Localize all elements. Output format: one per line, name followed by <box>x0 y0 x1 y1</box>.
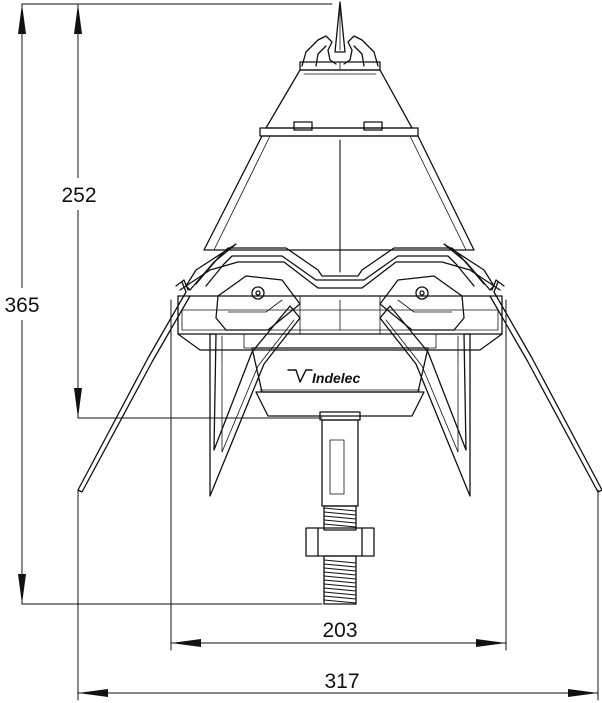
thread-line <box>323 563 357 568</box>
dimension-365: 365 <box>0 3 333 605</box>
thread-line <box>323 583 357 588</box>
logo-text: Indelec <box>312 370 360 386</box>
thread-line <box>323 575 357 580</box>
thread-line <box>323 587 357 592</box>
inner-blades <box>209 305 471 497</box>
thread-line <box>323 579 357 584</box>
dimension-252: 252 <box>52 3 323 419</box>
thread-line <box>323 515 357 520</box>
dimension-203: 203 <box>170 299 507 651</box>
dimension-203-label: 203 <box>322 619 357 642</box>
rod-tip <box>299 1 381 71</box>
upper-cone <box>259 69 419 137</box>
thread-line <box>323 571 357 576</box>
dimension-252-label: 252 <box>61 184 96 207</box>
thread-line <box>323 595 357 600</box>
thread-line <box>323 567 357 572</box>
thread-lines <box>323 507 357 604</box>
left-clamp <box>215 275 301 331</box>
outer-wires <box>77 279 602 493</box>
thread-line <box>323 519 357 524</box>
thread-line <box>323 591 357 596</box>
dimension-365-label: 365 <box>4 294 39 317</box>
dimension-317-label: 317 <box>324 670 359 693</box>
cone-body <box>185 135 495 291</box>
thread-line <box>323 559 357 564</box>
lower-housing <box>177 261 503 421</box>
thread-line <box>323 511 357 516</box>
indelec-logo: Indelec <box>287 369 360 386</box>
thread-line <box>323 523 357 528</box>
dimension-317: 317 <box>77 489 599 701</box>
threaded-mast <box>305 419 375 605</box>
thread-line <box>323 599 357 604</box>
right-clamp <box>379 275 465 331</box>
thread-line <box>323 507 357 512</box>
